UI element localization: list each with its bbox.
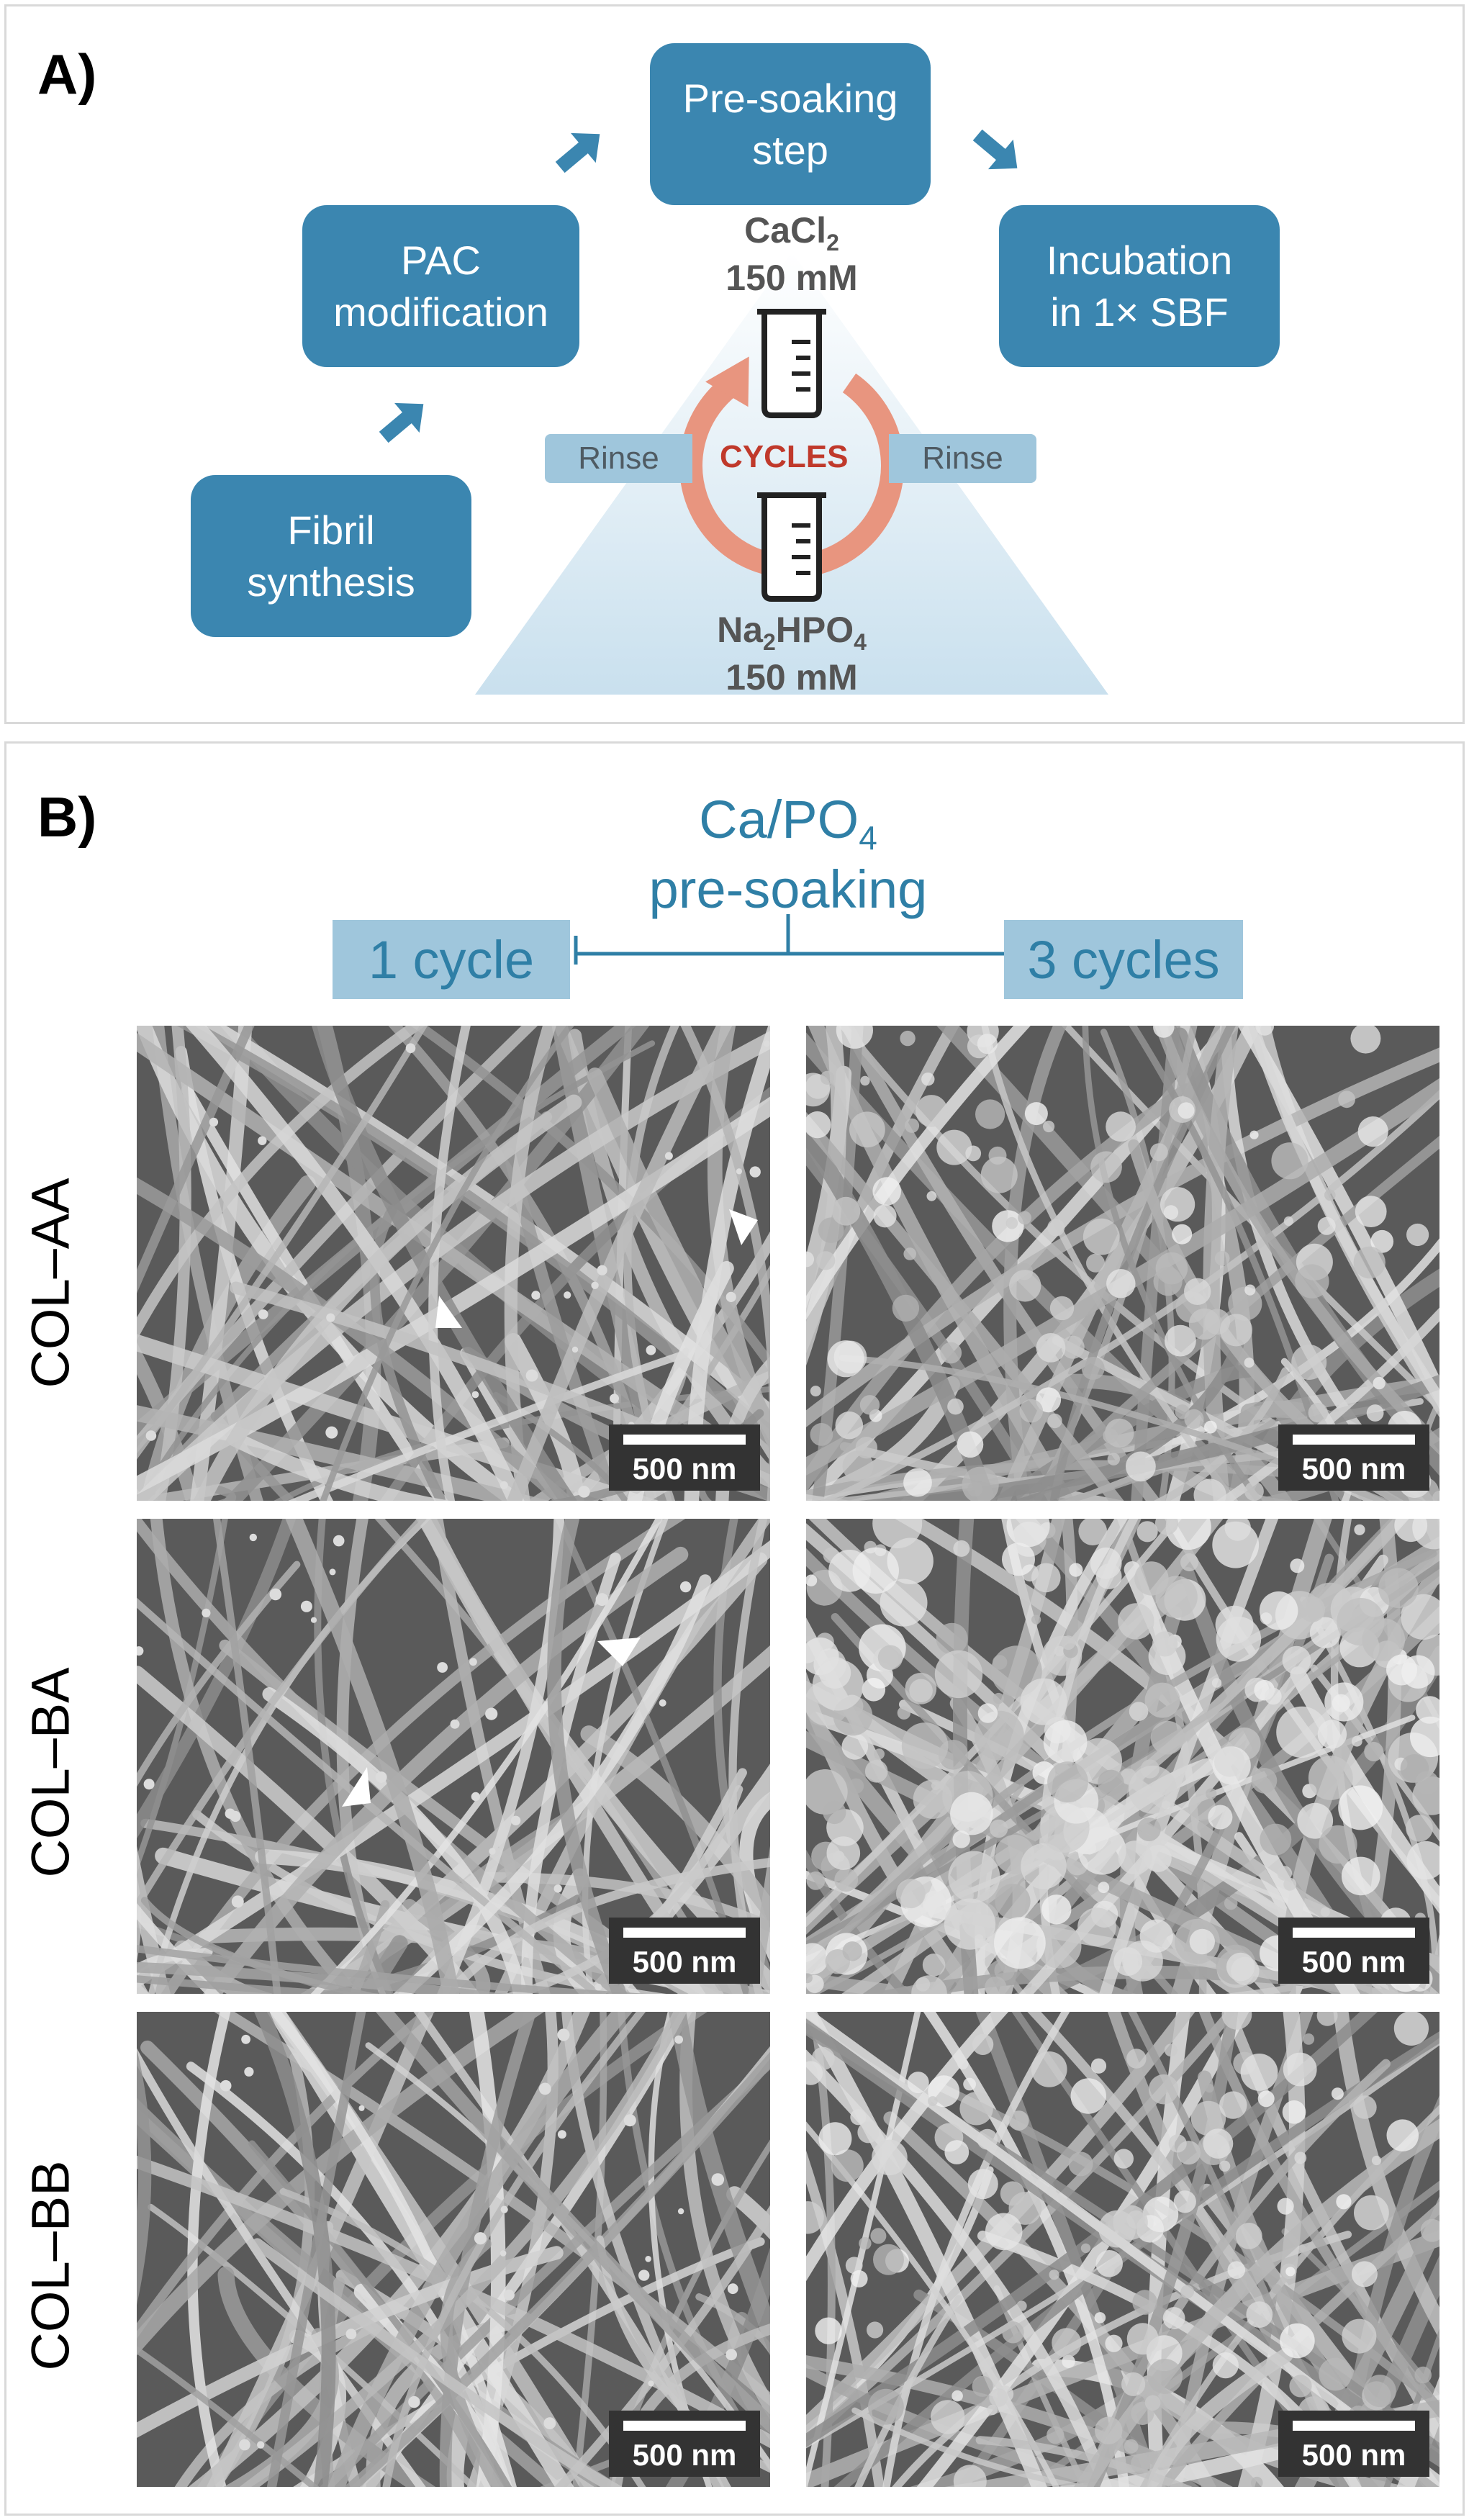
arrowhead-marker-icon <box>435 1296 462 1328</box>
rinse-left-tag: Rinse <box>545 434 692 483</box>
cacl2-subscript: 2 <box>826 230 839 256</box>
panel-b-title-line2: pre-soaking <box>648 859 928 919</box>
arrowhead-marker-icon <box>342 1767 371 1807</box>
sem-image-aa-1cycle: 500 nm <box>137 1026 770 1501</box>
na2hpo4-na: Na <box>717 610 763 650</box>
arrow-presoak-to-incubation-icon <box>972 129 1018 170</box>
column-header-1-cycle: 1 cycle <box>333 920 570 999</box>
scale-bar: 500 nm <box>1278 1424 1429 1491</box>
rinse-right-tag: Rinse <box>889 434 1036 483</box>
scale-bar: 500 nm <box>1278 1918 1429 1984</box>
scale-bar-label: 500 nm <box>632 1452 737 1486</box>
sem-image-bb-1cycle: 500 nm <box>137 2012 770 2487</box>
row-label-col-ba: COL–BA <box>20 1667 81 1878</box>
sem-image-ba-3cycles: 500 nm <box>806 1519 1439 1994</box>
cacl2-formula: CaCl <box>744 210 827 250</box>
step-incubation-line1: Incubation <box>1046 237 1233 283</box>
sem-image-aa-3cycles: 500 nm <box>806 1026 1439 1501</box>
row-label-col-aa: COL–AA <box>20 1178 81 1388</box>
cacl2-concentration: 150 mM <box>726 258 858 299</box>
beaker-top-icon <box>757 309 826 418</box>
step-presoak-line1: Pre-soaking <box>682 75 898 121</box>
na2hpo4-concentration: 150 mM <box>726 657 858 698</box>
step-incubation-line2: in 1× SBF <box>1050 289 1229 335</box>
na2hpo4-sub1: 2 <box>762 629 776 655</box>
beaker-bottom-icon <box>757 492 826 602</box>
scale-bar-label: 500 nm <box>1301 1945 1406 1979</box>
panel-a-letter: A) <box>37 42 97 106</box>
na2hpo4-sub2: 4 <box>854 629 867 655</box>
sem-image-bb-3cycles: 500 nm <box>806 2012 1439 2487</box>
column-bracket <box>574 914 1010 965</box>
scale-bar: 500 nm <box>1278 2411 1429 2477</box>
step-incubation: Incubation in 1× SBF <box>999 205 1280 367</box>
panel-b-title: Ca/PO4 pre-soaking <box>576 788 1000 922</box>
arrow-pac-to-presoak-icon <box>555 132 600 173</box>
scale-bar: 500 nm <box>609 1918 760 1984</box>
na2hpo4-label: Na2HPO4 150 mM <box>662 608 921 699</box>
scale-bar-label: 500 nm <box>1301 1452 1406 1486</box>
arrowhead-marker-icon <box>597 1638 641 1666</box>
arrowhead-marker-icon <box>729 1209 758 1245</box>
scale-bar-label: 500 nm <box>632 2438 737 2472</box>
sem-image-ba-1cycle: 500 nm <box>137 1519 770 1994</box>
scale-bar: 500 nm <box>609 2411 760 2477</box>
step-pre-soaking: Pre-soaking step <box>650 43 931 205</box>
na2hpo4-hpo: HPO <box>775 610 854 650</box>
scale-bar-label: 500 nm <box>1301 2438 1406 2472</box>
step-pac-line1: PAC <box>401 237 481 283</box>
row-label-col-bb: COL–BB <box>20 2160 81 2371</box>
column-header-3-cycles: 3 cycles <box>1004 920 1243 999</box>
beaker-cycle-triangle <box>475 252 1108 695</box>
step-fibril-line1: Fibril <box>287 507 375 553</box>
step-pac-modification: PAC modification <box>302 205 579 367</box>
step-fibril-line2: synthesis <box>247 559 415 605</box>
panel-b-letter: B) <box>37 785 97 849</box>
scale-bar: 500 nm <box>609 1424 760 1491</box>
panel-b-title-ca-po: Ca/PO <box>699 790 859 849</box>
panel-b-title-sub: 4 <box>859 818 877 857</box>
step-fibril-synthesis: Fibril synthesis <box>191 475 471 637</box>
scale-bar-label: 500 nm <box>632 1945 737 1979</box>
cycles-label: CYCLES <box>720 439 849 474</box>
cacl2-label: CaCl2 150 mM <box>677 209 907 299</box>
step-pac-line2: modification <box>333 289 548 335</box>
step-presoak-line2: step <box>752 127 828 173</box>
arrow-fibril-to-pac-icon <box>379 402 424 443</box>
